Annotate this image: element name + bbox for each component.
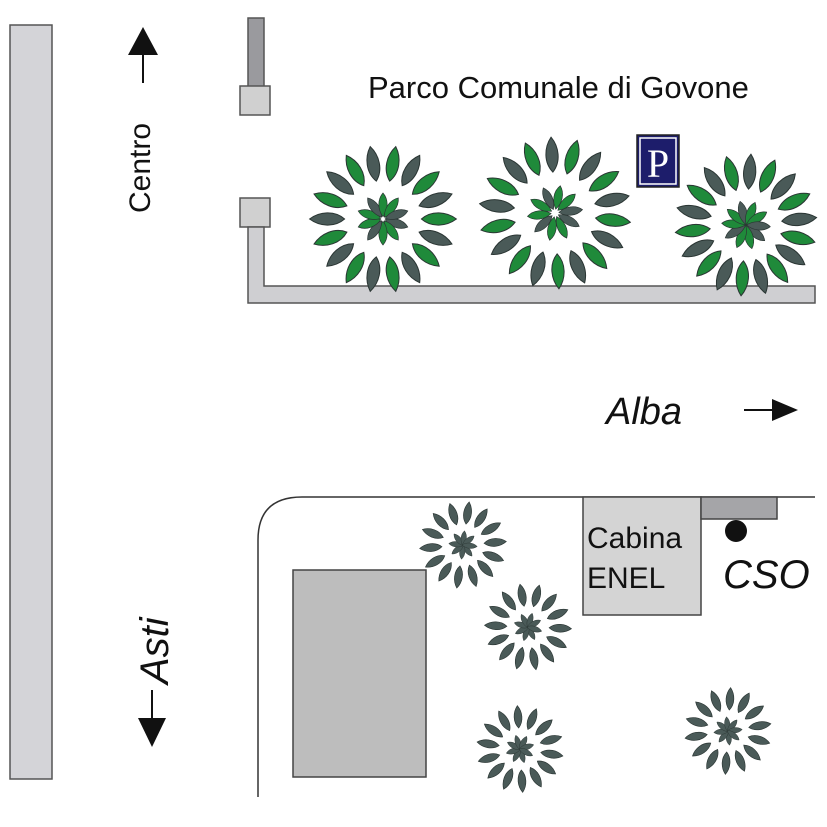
trees-layer [308,136,818,793]
arrow-right-icon [772,399,798,421]
park-label: Parco Comunale di Govone [368,70,749,105]
tree-icon [483,583,573,671]
alba-direction: Alba [604,391,798,433]
cabin-label-line1: Cabina [587,522,682,555]
park-gate-post-bottom [239,197,271,228]
cabin-label-line2: ENEL [587,562,665,595]
tree-icon [476,705,564,793]
park-gate-post-top [239,85,271,116]
annex-structure [700,496,778,520]
park-gate-top-bar [247,17,265,89]
alba-label: Alba [604,391,682,433]
left-road [9,24,53,780]
building [292,569,427,778]
arrow-down-icon [138,718,166,747]
arrow-up-icon [128,27,158,55]
tree-icon [684,687,772,775]
tree-icon [308,145,458,293]
parking-label: P [647,141,669,186]
centro-label: Centro [124,123,157,213]
cso-label: CSO [723,553,810,597]
cabina-enel: Cabina ENEL [582,496,702,616]
cso-marker-icon [725,520,747,542]
lot-boundary [257,496,815,797]
tree-icon [419,501,507,589]
tree-icon [478,136,632,290]
parking-sign: P [636,134,680,188]
park-wall [247,226,816,304]
tree-icon [674,153,818,297]
asti-direction: Asti [133,616,177,747]
asti-label: Asti [133,616,177,686]
centro-direction: Centro [124,27,158,213]
